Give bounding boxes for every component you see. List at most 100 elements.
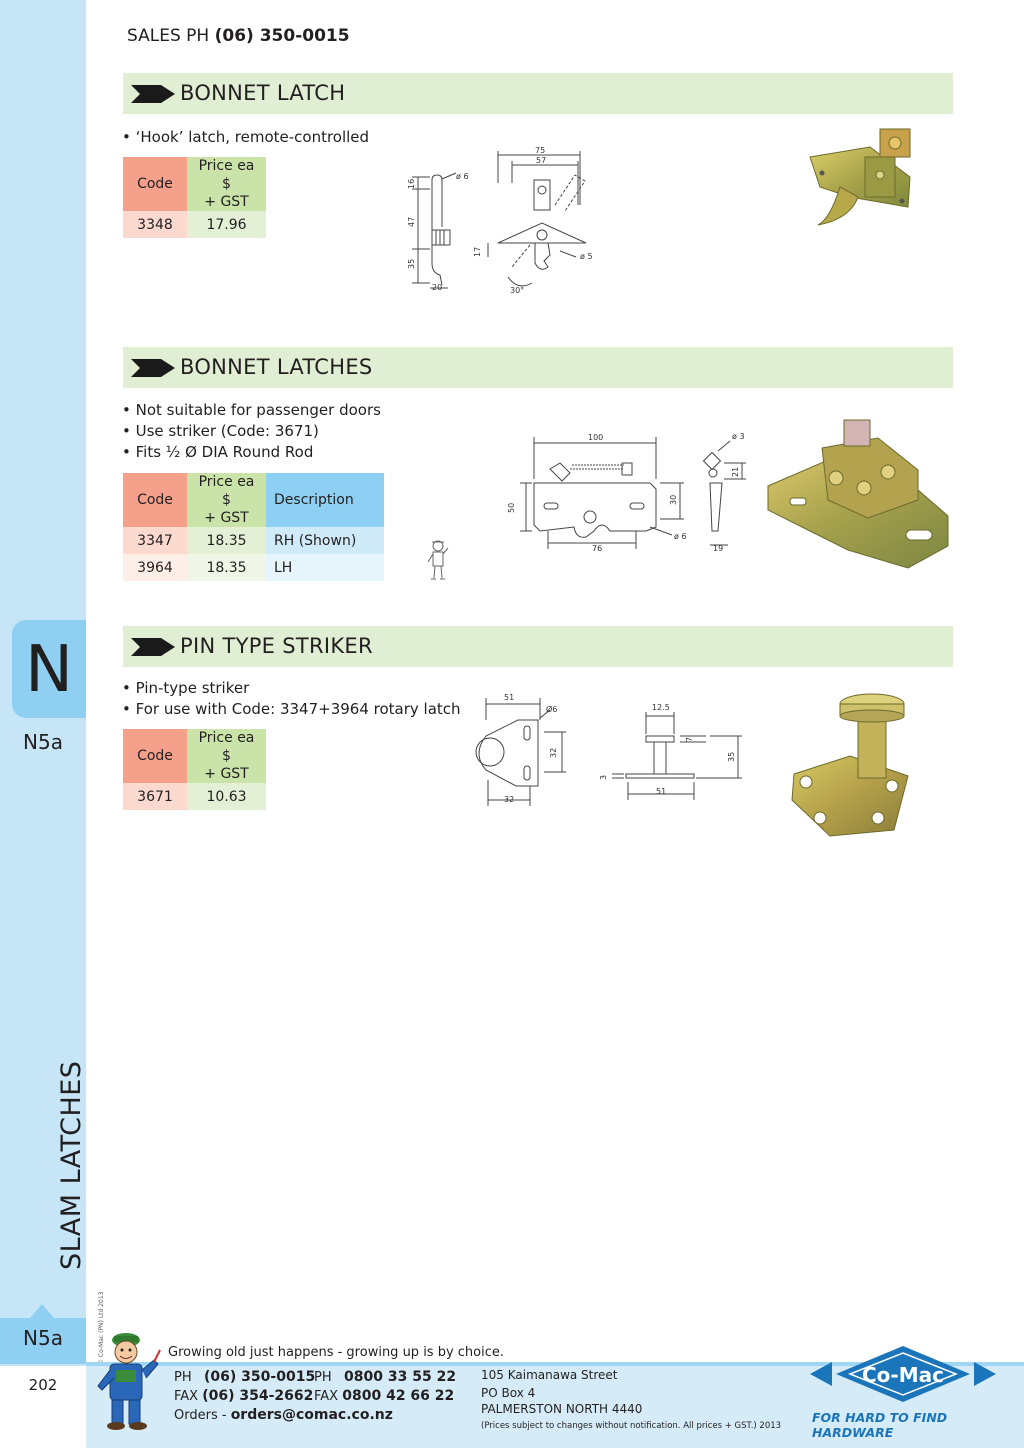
tagline: Growing old just happens - growing up is…	[168, 1345, 505, 1360]
bonnet-latches-diagram: 100 50 30 76 ø 6 ø 3 21 19	[507, 432, 746, 553]
product-code: 3347	[123, 527, 187, 554]
feature-item: • ‘Hook’ latch, remote-controlled	[122, 128, 370, 146]
svg-text:100: 100	[588, 433, 603, 442]
tab-pointer	[30, 1304, 54, 1318]
address-line: 105 Kaimanawa Street	[481, 1368, 618, 1382]
arrow-icon	[131, 85, 175, 103]
svg-text:19: 19	[713, 544, 723, 553]
freephone-line: PH 0800 33 55 22	[314, 1369, 457, 1385]
sales-phone[interactable]: (06) 350-0015	[214, 26, 350, 46]
svg-text:ø 6: ø 6	[456, 172, 469, 181]
price-header: Price ea $+ GST	[187, 157, 266, 211]
svg-text:Ø6: Ø6	[546, 704, 557, 714]
svg-text:51: 51	[656, 787, 666, 796]
bonnet-latches-photo	[767, 419, 949, 569]
feature-item: • Not suitable for passenger doors	[122, 401, 381, 419]
freephone-number[interactable]: 0800 33 55 22	[344, 1369, 457, 1385]
phone-number[interactable]: (06) 350-0015	[204, 1369, 316, 1385]
freefax-line: FAX 0800 42 66 22	[314, 1388, 455, 1404]
svg-text:76: 76	[592, 544, 602, 553]
section-banner-pin-striker: PIN TYPE STRIKER	[123, 626, 953, 667]
price-table: Code Price ea $+ GST 3671 10.63	[123, 729, 266, 810]
code-header: Code	[123, 729, 187, 783]
product-code: 3671	[123, 783, 187, 810]
price-table: Code Price ea $+ GST Description 3347 18…	[123, 473, 384, 581]
sales-phone-line: SALES PH (06) 350-0015	[127, 26, 350, 46]
bottom-tab-code: N5a	[23, 1326, 63, 1350]
mascot-icon	[97, 1333, 161, 1430]
arrow-icon	[131, 638, 175, 656]
code-header: Code	[123, 157, 187, 211]
table-row[interactable]: 3964 18.35 LH	[123, 554, 384, 581]
table-row[interactable]: 3347 18.35 RH (Shown)	[123, 527, 384, 554]
section-tab[interactable]	[12, 620, 86, 718]
product-description: LH	[266, 554, 384, 581]
feature-list: • Not suitable for passenger doors • Use…	[122, 400, 381, 463]
fax-number[interactable]: (06) 354-2662	[202, 1388, 314, 1404]
bottom-tab[interactable]	[0, 1318, 86, 1364]
feature-item: • Pin-type striker	[122, 679, 250, 697]
pricing-disclaimer: (Prices subject to changes without notif…	[481, 1421, 782, 1431]
bonnet-latch-photo	[809, 128, 911, 226]
sales-label: SALES PH	[127, 26, 210, 46]
svg-text:12.5: 12.5	[652, 703, 670, 712]
svg-text:30°: 30°	[510, 286, 524, 295]
price-table: Code Price ea $+ GST 3348 17.96	[123, 157, 266, 238]
bonnet-latch-diagram: 75 57 16 47 35 20 17 ø 6 ø 5 30°	[407, 146, 593, 295]
svg-text:30: 30	[669, 495, 678, 505]
feature-item: • Use striker (Code: 3671)	[122, 422, 319, 440]
svg-text:21: 21	[731, 467, 740, 477]
svg-text:35: 35	[407, 259, 416, 269]
address-line: PALMERSTON NORTH 4440	[481, 1402, 643, 1416]
product-description: RH (Shown)	[266, 527, 384, 554]
pin-striker-diagram: 51 Ø6 32 32 12.5 7 35 3 51	[475, 693, 742, 806]
product-price: 17.96	[187, 211, 266, 238]
section-title: BONNET LATCH	[180, 81, 346, 105]
svg-text:Co-Mac: Co-Mac	[862, 1363, 944, 1387]
svg-text:7: 7	[685, 737, 694, 742]
orders-email-link[interactable]: orders@comac.co.nz	[230, 1407, 393, 1423]
svg-text:ø 5: ø 5	[580, 252, 593, 261]
fax-line: FAX (06) 354-2662	[174, 1388, 314, 1404]
table-row[interactable]: 3348 17.96	[123, 211, 266, 238]
svg-text:ø 6: ø 6	[674, 532, 687, 541]
address-line: PO Box 4	[481, 1386, 536, 1400]
phone-line: PH (06) 350-0015	[174, 1369, 316, 1385]
section-title: PIN TYPE STRIKER	[180, 634, 373, 658]
arrow-icon	[131, 359, 175, 377]
comac-logo[interactable]: Co-Mac	[810, 1346, 996, 1406]
code-header: Code	[123, 473, 187, 527]
brand-slogan: FOR HARD TO FIND HARDWARE	[812, 1410, 948, 1440]
mascot-sketch-icon	[427, 540, 449, 580]
svg-text:35: 35	[727, 752, 736, 762]
feature-list: • Pin-type striker • For use with Code: …	[122, 678, 461, 720]
feature-list: • ‘Hook’ latch, remote-controlled	[122, 127, 369, 148]
feature-item: • Fits ½ Ø DIA Round Rod	[122, 443, 314, 461]
feature-item: • For use with Code: 3347+3964 rotary la…	[122, 700, 461, 718]
product-code: 3964	[123, 554, 187, 581]
footer-divider	[86, 1362, 1024, 1366]
svg-text:16: 16	[407, 179, 416, 189]
section-banner-bonnet-latches: BONNET LATCHES	[123, 347, 953, 388]
svg-text:20: 20	[432, 283, 442, 292]
section-code: N5a	[23, 730, 63, 754]
product-price: 18.35	[187, 554, 266, 581]
product-code: 3348	[123, 211, 187, 238]
product-price: 18.35	[187, 527, 266, 554]
svg-text:57: 57	[536, 156, 546, 165]
svg-text:75: 75	[535, 146, 545, 155]
table-row[interactable]: 3671 10.63	[123, 783, 266, 810]
svg-text:ø 3: ø 3	[732, 432, 745, 441]
section-letter: N	[25, 633, 73, 707]
svg-text:51: 51	[504, 693, 514, 702]
category-title: SLAM LATCHES	[56, 1060, 87, 1270]
product-price: 10.63	[187, 783, 266, 810]
description-header: Description	[266, 473, 384, 527]
svg-text:32: 32	[504, 795, 514, 804]
section-title: BONNET LATCHES	[180, 355, 373, 379]
section-banner-bonnet-latch: BONNET LATCH	[123, 73, 953, 114]
price-header: Price ea $+ GST	[187, 473, 266, 527]
freefax-number[interactable]: 0800 42 66 22	[342, 1388, 455, 1404]
page-number: 202	[28, 1376, 58, 1394]
svg-text:3: 3	[599, 775, 608, 780]
